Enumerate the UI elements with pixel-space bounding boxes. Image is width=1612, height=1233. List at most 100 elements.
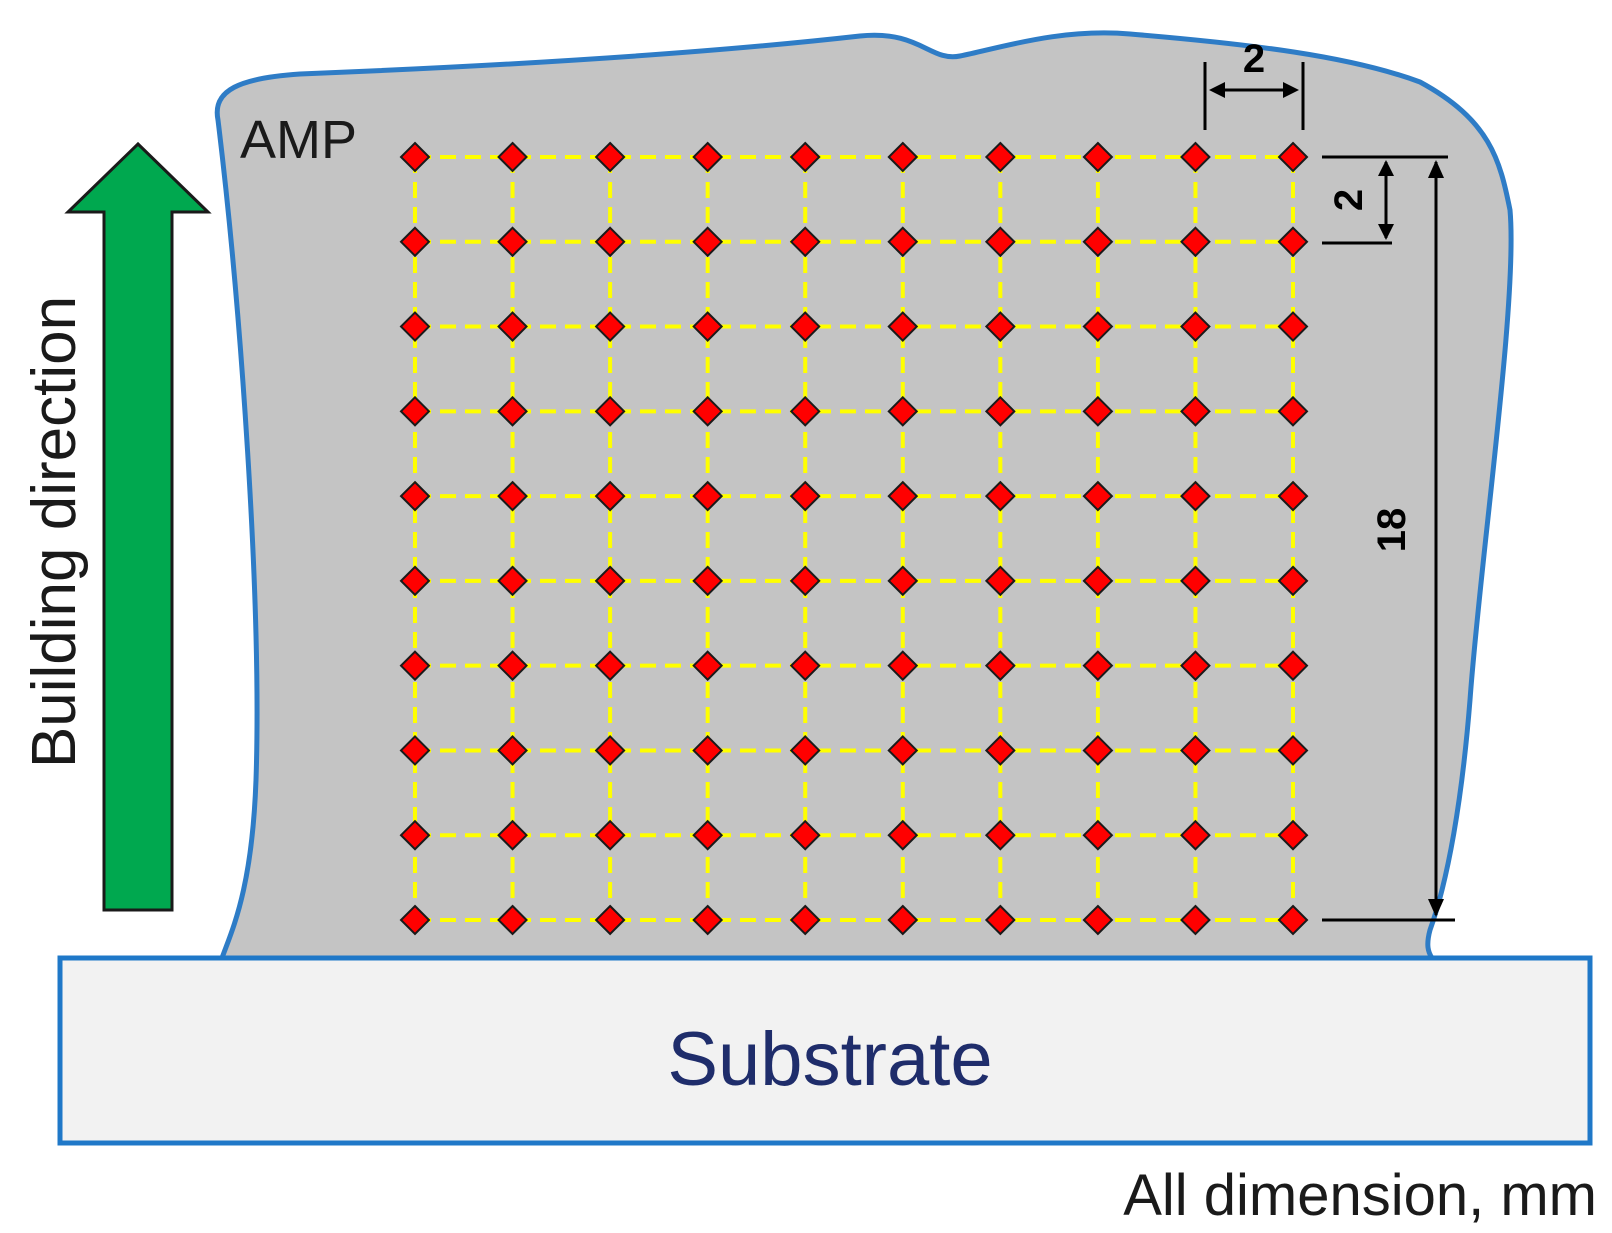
measurement-point — [692, 480, 724, 512]
measurement-point — [594, 904, 626, 936]
measurement-points — [399, 141, 1309, 936]
measurement-point — [497, 480, 528, 512]
measurement-point — [1180, 650, 1211, 682]
measurement-point — [692, 565, 724, 597]
measurement-point — [1277, 819, 1309, 851]
measurement-point — [497, 650, 528, 682]
measurement-point — [789, 141, 821, 173]
measurement-point — [1082, 819, 1114, 851]
substrate-label: Substrate — [667, 1017, 992, 1102]
measurement-point — [789, 311, 821, 342]
measurement-point — [1082, 904, 1114, 936]
measurement-point — [497, 735, 528, 766]
measurement-point — [497, 819, 528, 851]
measurement-point — [399, 141, 431, 173]
measurement-point — [497, 565, 528, 597]
measurement-point — [497, 311, 528, 342]
measurement-point — [1180, 141, 1211, 173]
measurement-point — [692, 226, 724, 258]
measurement-point — [789, 650, 821, 682]
measurement-point — [789, 226, 821, 258]
measurement-point — [984, 226, 1016, 258]
measurement-point — [497, 141, 528, 173]
measurement-point — [1180, 226, 1211, 258]
measurement-point — [1277, 565, 1309, 597]
measurement-point — [1180, 480, 1211, 512]
measurement-point — [399, 819, 431, 851]
measurement-point — [984, 735, 1016, 766]
measurement-point — [399, 395, 431, 427]
measurement-point — [1082, 735, 1114, 766]
measurement-point — [887, 565, 919, 597]
measurement-point — [399, 650, 431, 682]
measurement-point — [887, 735, 919, 766]
horizontal-spacing-label: 2 — [1243, 37, 1265, 81]
measurement-point — [497, 226, 528, 258]
measurement-point — [1180, 311, 1211, 342]
measurement-point — [789, 395, 821, 427]
horizontal-spacing-dimension: 2 — [1203, 37, 1305, 130]
amp-part-body — [214, 30, 1514, 961]
measurement-point — [887, 904, 919, 936]
measurement-point — [1082, 565, 1114, 597]
measurement-point — [887, 311, 919, 342]
measurement-point — [594, 311, 626, 342]
measurement-point — [887, 650, 919, 682]
measurement-point — [1082, 141, 1114, 173]
measurement-point — [1082, 480, 1114, 512]
measurement-point — [789, 565, 821, 597]
measurement-point — [594, 480, 626, 512]
measurement-point — [692, 395, 724, 427]
measurement-point — [692, 650, 724, 682]
measurement-point — [1277, 480, 1309, 512]
measurement-point — [692, 904, 724, 936]
measurement-point — [399, 904, 431, 936]
measurement-point — [887, 141, 919, 173]
building-direction-arrow-icon — [64, 141, 212, 912]
measurement-point — [984, 650, 1016, 682]
measurement-point — [1277, 226, 1309, 258]
measurement-point — [1180, 735, 1211, 766]
measurement-point — [887, 480, 919, 512]
measurement-point — [399, 565, 431, 597]
measurement-point — [1277, 141, 1309, 173]
measurement-point — [594, 819, 626, 851]
measurement-point — [984, 395, 1016, 427]
building-direction-label: Building direction — [20, 296, 89, 768]
substrate-block — [57, 955, 1593, 1146]
measurement-point — [984, 819, 1016, 851]
measurement-point — [789, 819, 821, 851]
measurement-point — [1277, 650, 1309, 682]
measurement-point — [497, 904, 528, 936]
measurement-point — [1180, 904, 1211, 936]
measurement-point — [887, 395, 919, 427]
measurement-point — [984, 141, 1016, 173]
measurement-point — [1277, 904, 1309, 936]
measurement-point — [594, 141, 626, 173]
measurement-point — [692, 819, 724, 851]
measurement-point — [1082, 395, 1114, 427]
measurement-point — [789, 904, 821, 936]
measurement-point — [399, 311, 431, 342]
measurement-grid-lines — [413, 155, 1295, 922]
total-height-dimension: 18 — [1322, 155, 1455, 922]
measurement-point — [984, 904, 1016, 936]
measurement-point — [984, 480, 1016, 512]
measurement-point — [692, 311, 724, 342]
measurement-point — [984, 311, 1016, 342]
measurement-point — [399, 480, 431, 512]
measurement-point — [1180, 819, 1211, 851]
measurement-point — [692, 735, 724, 766]
measurement-point — [594, 226, 626, 258]
measurement-point — [692, 141, 724, 173]
measurement-point — [1277, 311, 1309, 342]
vertical-spacing-label: 2 — [1327, 189, 1371, 211]
amp-label: AMP — [240, 110, 357, 170]
measurement-point — [789, 480, 821, 512]
measurement-point — [594, 735, 626, 766]
measurement-point — [497, 395, 528, 427]
measurement-point — [1180, 395, 1211, 427]
measurement-point — [594, 395, 626, 427]
measurement-point — [887, 226, 919, 258]
